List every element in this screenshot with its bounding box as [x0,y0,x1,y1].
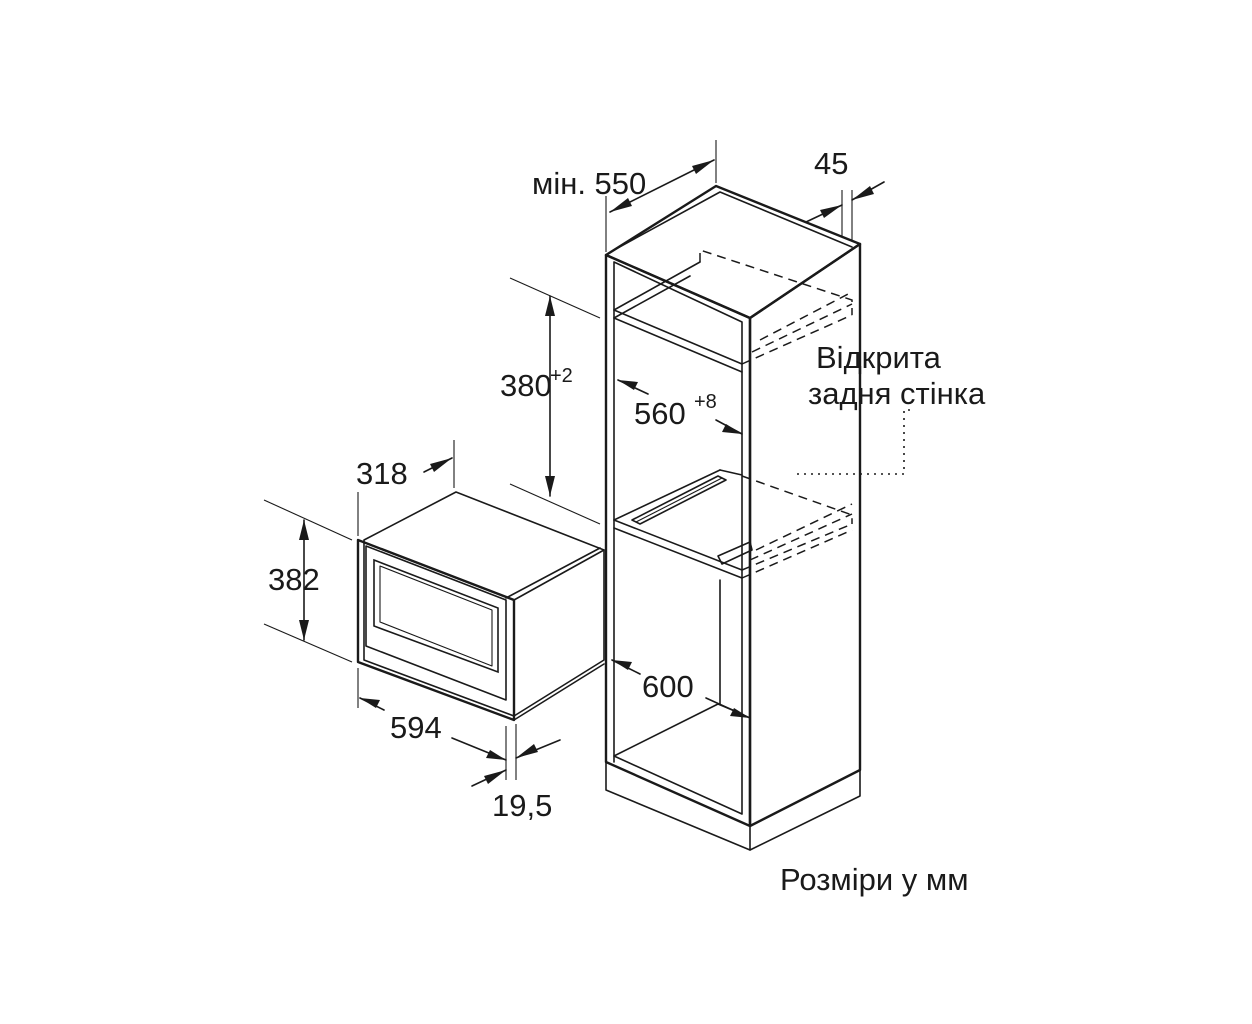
upper-dash-3 [759,291,853,341]
appliance-window-inner [379,565,493,667]
upper-shelf-front [613,309,743,365]
appliance-top-edge-inner [505,547,601,599]
middle-shelf-edge [719,469,743,476]
appliance-depth-label: 318 [356,456,408,491]
left-rail [631,475,727,525]
cabinet-front-frame [604,253,752,828]
lower-floor-back [613,703,743,763]
cabinet-top-panel [604,184,862,320]
upper-shelf-front-lower [613,317,743,373]
cabinet-width-label: 600 [642,669,694,704]
appliance-width-label: 594 [390,710,442,745]
lower-dash-1 [741,523,853,571]
appliance-front-inner [365,545,507,701]
open-back-note-line-2: задня стінка [808,376,986,411]
appliance-body [363,491,605,717]
appliance [356,491,605,722]
upper-dash-1 [741,314,853,365]
upper-shelf-left [613,261,701,311]
open-back-leader [796,409,910,475]
appliance-window [373,558,499,674]
lower-dash-3 [755,503,853,551]
upper-dash-2 [751,303,853,353]
upper-shelf-back [613,275,691,319]
open-back-note-line-1: Відкрита [816,340,942,375]
middle-shelf-left [613,469,721,521]
left-rail-inner [635,477,723,523]
appliance-bottom-edge [513,663,605,721]
niche-width-tolerance: +8 [694,391,717,413]
lower-dash-2 [749,513,853,561]
cabinet-plinth [605,761,861,851]
appliance-height-label: 382 [268,562,320,597]
niche-height-tolerance: +2 [550,365,573,387]
niche-height-value: 380 [500,368,552,403]
lower-open-back-top [741,475,853,524]
units-caption: Розміри у мм [780,862,969,897]
lower-dash-4 [741,529,853,579]
middle-shelf-front [613,519,743,571]
dimension-lines [263,140,910,787]
niche-width-value: 560 [634,396,686,431]
cabinet-depth-label: мін. 550 [532,166,646,201]
panel-thickness-label: 19,5 [492,788,552,823]
middle-shelf-front-lower [613,527,743,579]
appliance-top-edge [513,549,605,601]
tall-cabinet [604,184,862,851]
cabinet-inner-frame [613,261,743,815]
upper-open-back [699,248,853,315]
right-rail [717,541,753,565]
offset-label: 45 [814,146,848,181]
cabinet-top-edge [613,191,853,251]
